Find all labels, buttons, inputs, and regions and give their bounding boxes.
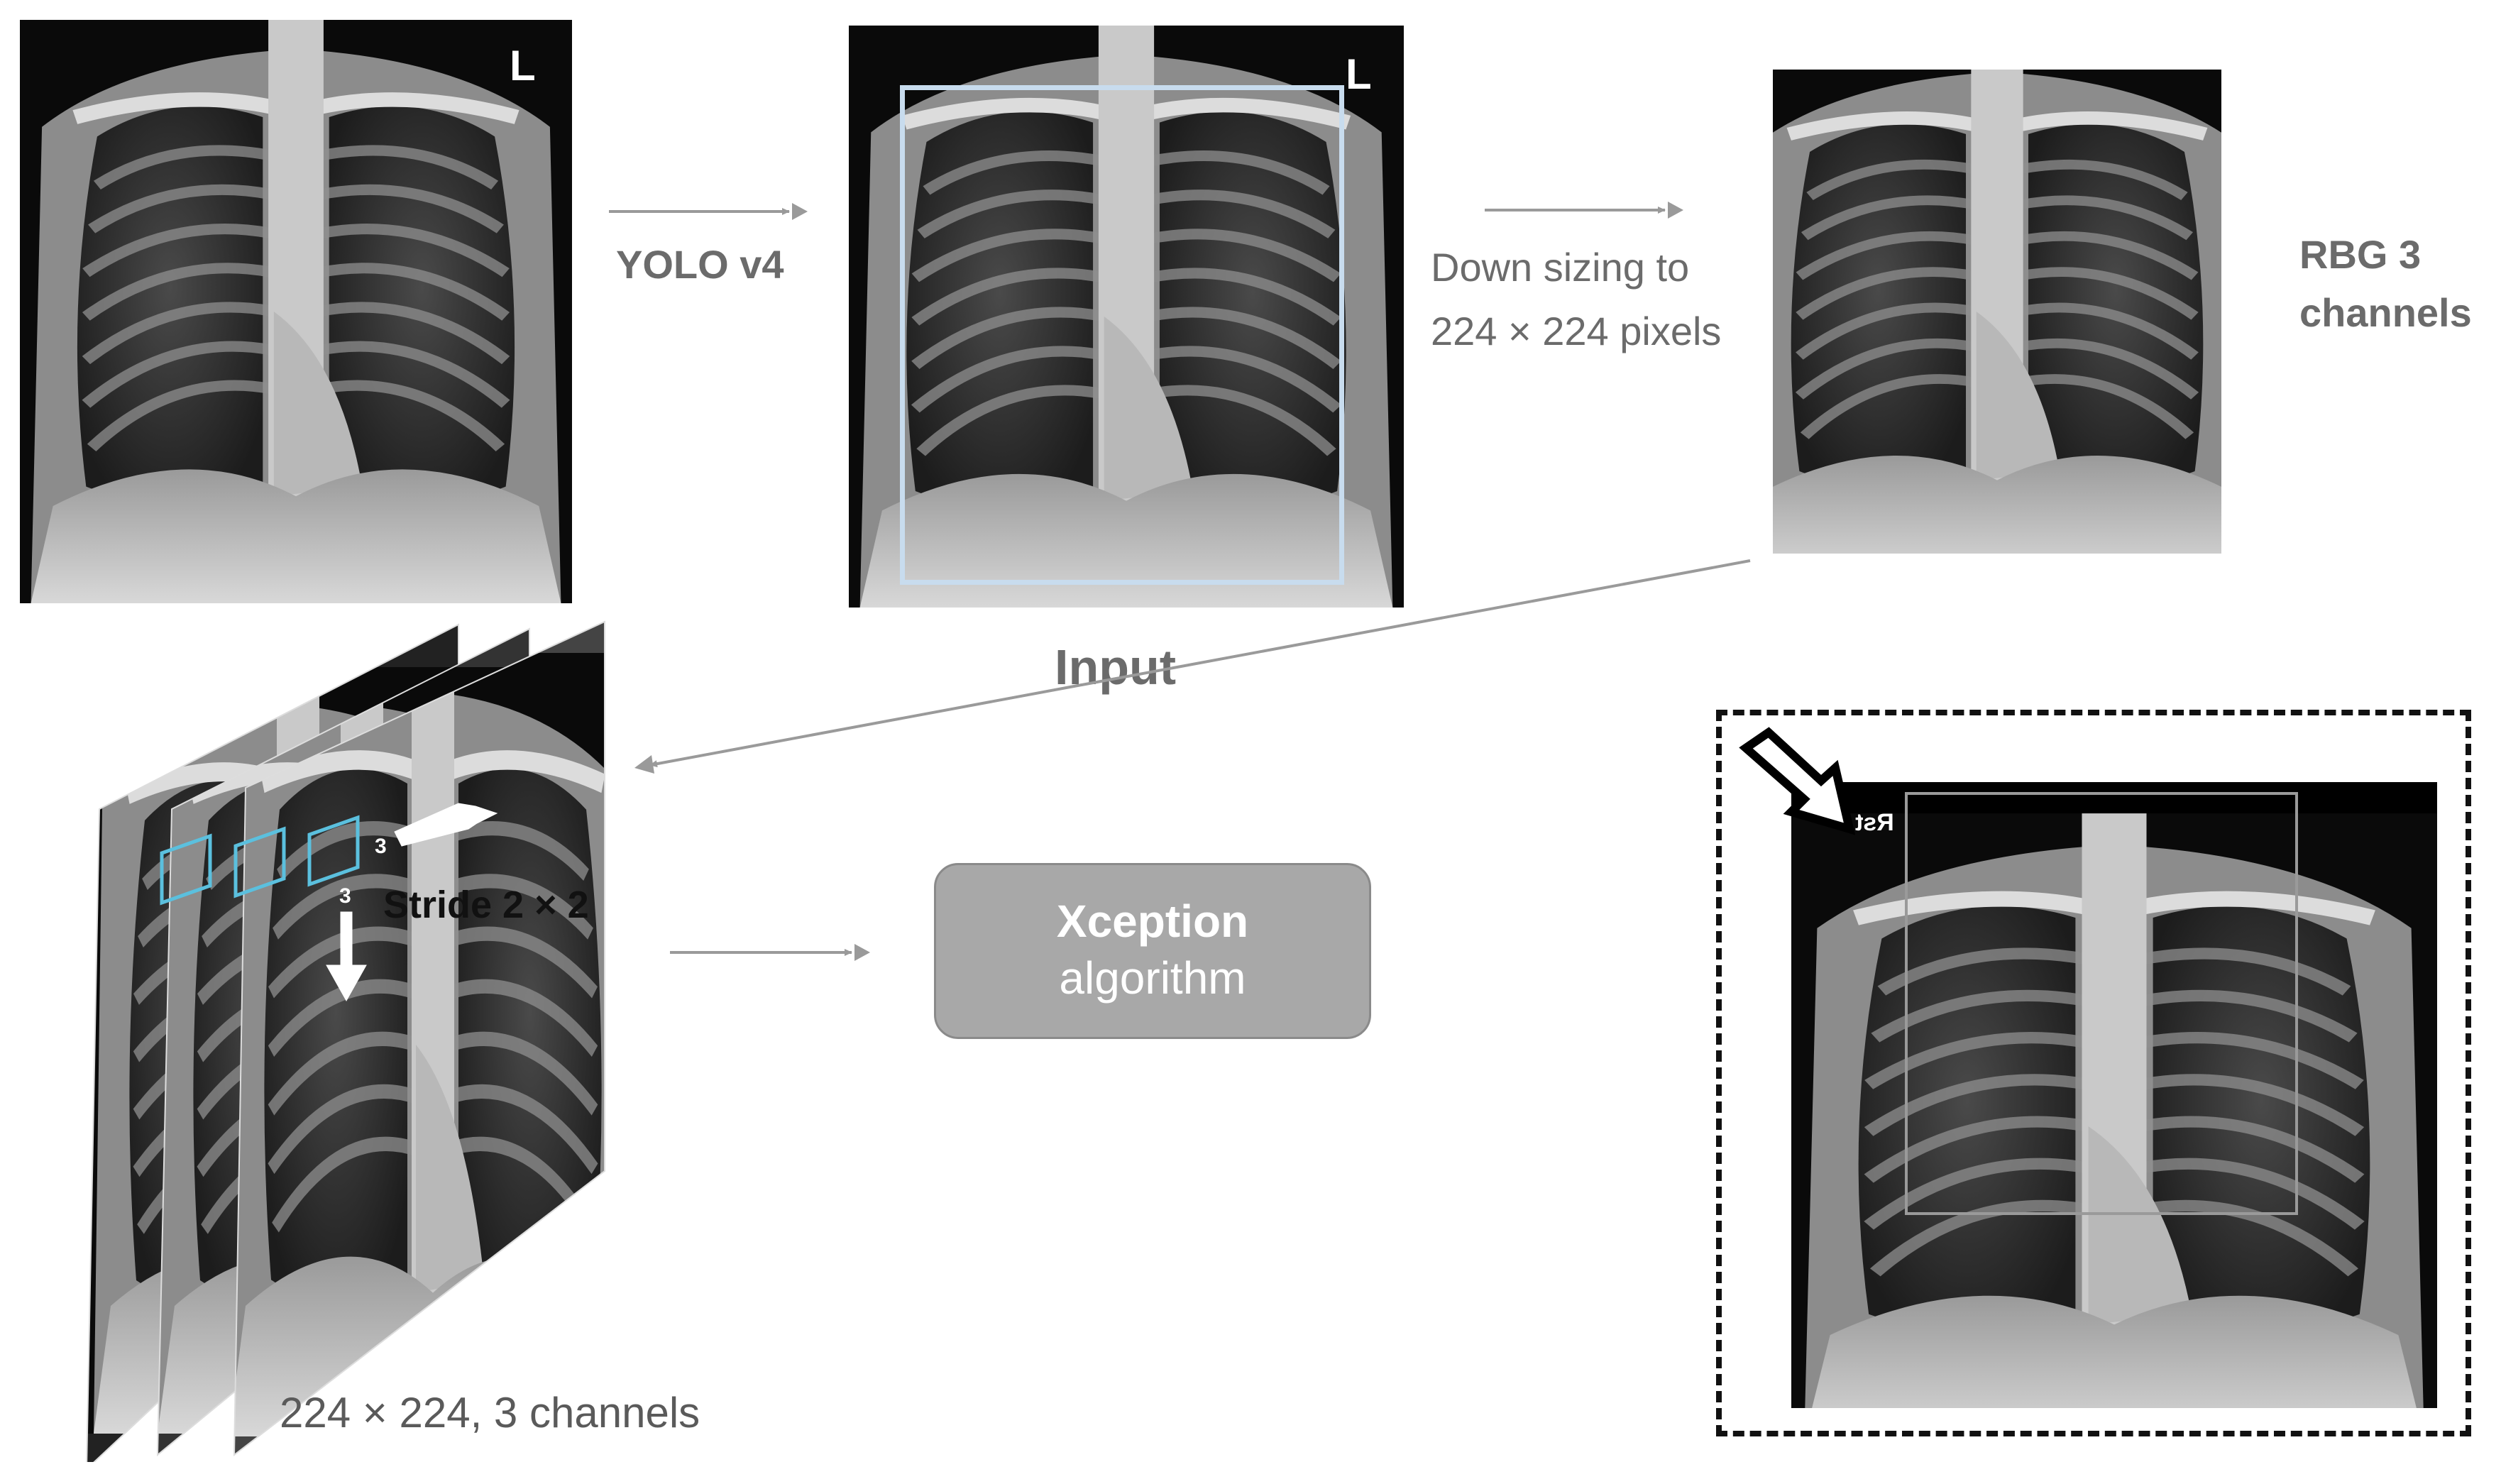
kernel-window-1 (160, 833, 212, 906)
resize-label-line1: Down sizing to (1431, 245, 1690, 290)
kernel-window-2 (233, 826, 286, 898)
kernel-size-down: 3 (339, 884, 351, 908)
resize-label-line2: 224 × 224 pixels (1431, 309, 1722, 353)
model-name: Xception (1056, 896, 1249, 947)
corner-marker-l: L (1346, 50, 1372, 98)
channels-label-line2: channels (2299, 290, 2472, 335)
model-suffix: algorithm (1059, 952, 1246, 1004)
channel-stack (86, 620, 605, 1462)
channels-label-line1: RBG 3 (2299, 232, 2422, 277)
corner-marker-l: L (510, 42, 536, 89)
kernel-size-right: 3 (375, 835, 387, 858)
original-xray-image: L (20, 20, 572, 603)
example-xray-image: Rst (1791, 782, 2437, 1408)
stride-right-arrow (394, 803, 498, 847)
xception-model-box: Xception algorithm (934, 863, 1371, 1039)
detected-xray-image: L (849, 26, 1404, 608)
pointer-arrow-icon (1739, 727, 1856, 835)
detector-label: YOLO v4 (616, 242, 784, 287)
stride-down-arrow (326, 911, 367, 1002)
kernel-window-3 (307, 815, 360, 887)
example-frame (1716, 710, 2471, 1436)
resized-xray-image (1773, 70, 2221, 554)
layer-dims-label: 224 × 224, 3 channels (280, 1389, 700, 1436)
arrow-to-layers (649, 559, 1751, 768)
example-bounding-box (1905, 792, 2298, 1215)
stride-label: Stride 2 × 2 (383, 884, 589, 926)
detection-bounding-box (900, 85, 1344, 585)
